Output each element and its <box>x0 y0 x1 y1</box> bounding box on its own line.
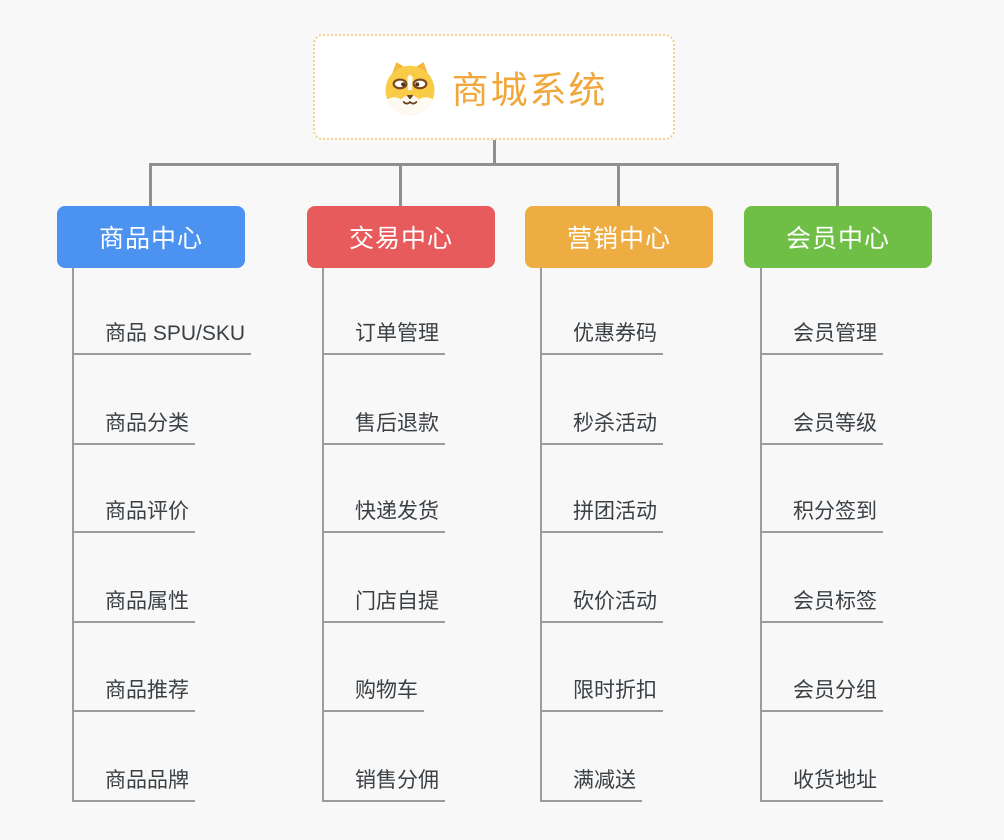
leaf-node[interactable]: 会员分组 <box>760 678 883 712</box>
leaf-node[interactable]: 商品品牌 <box>72 768 195 802</box>
branch-trunk-line-product <box>72 268 74 800</box>
leaf-node[interactable]: 会员管理 <box>760 321 883 355</box>
branch-trunk-line-member <box>760 268 762 800</box>
leaf-node[interactable]: 门店自提 <box>322 589 445 623</box>
leaf-node[interactable]: 拼团活动 <box>540 499 663 533</box>
leaf-node[interactable]: 商品属性 <box>72 589 195 623</box>
connector-horizontal <box>149 163 839 166</box>
leaf-node[interactable]: 商品推荐 <box>72 678 195 712</box>
leaf-node[interactable]: 收货地址 <box>760 768 883 802</box>
leaf-node[interactable]: 购物车 <box>322 678 424 712</box>
leaf-node[interactable]: 砍价活动 <box>540 589 663 623</box>
leaf-node[interactable]: 订单管理 <box>322 321 445 355</box>
shiba-dog-icon <box>385 61 434 115</box>
leaf-node[interactable]: 优惠券码 <box>540 321 663 355</box>
branch-node-marketing-center[interactable]: 营销中心 <box>525 206 713 268</box>
leaf-node[interactable]: 秒杀活动 <box>540 411 663 445</box>
leaf-node[interactable]: 限时折扣 <box>540 678 663 712</box>
connector-branch-stub-marketing <box>617 163 620 206</box>
connector-branch-stub-product <box>149 163 152 206</box>
root-node[interactable]: 商城系统 <box>313 34 675 140</box>
branch-node-product-center[interactable]: 商品中心 <box>57 206 245 268</box>
leaf-node[interactable]: 会员标签 <box>760 589 883 623</box>
leaf-node[interactable]: 销售分佣 <box>322 768 445 802</box>
leaf-node[interactable]: 售后退款 <box>322 411 445 445</box>
leaf-node[interactable]: 商品分类 <box>72 411 195 445</box>
branch-trunk-line-marketing <box>540 268 542 800</box>
leaf-node[interactable]: 会员等级 <box>760 411 883 445</box>
leaf-node[interactable]: 积分签到 <box>760 499 883 533</box>
leaf-node[interactable]: 商品评价 <box>72 499 195 533</box>
root-node-title: 商城系统 <box>451 70 608 111</box>
leaf-node[interactable]: 商品 SPU/SKU <box>72 321 252 355</box>
connector-branch-stub-trade <box>399 163 402 206</box>
branch-node-member-center[interactable]: 会员中心 <box>744 206 932 268</box>
leaf-node[interactable]: 满减送 <box>540 768 642 802</box>
connector-branch-stub-member <box>836 163 839 206</box>
branch-trunk-line-trade <box>322 268 324 800</box>
branch-node-trade-center[interactable]: 交易中心 <box>307 206 495 268</box>
leaf-node[interactable]: 快递发货 <box>322 499 445 533</box>
connector-root-stub <box>493 140 496 163</box>
